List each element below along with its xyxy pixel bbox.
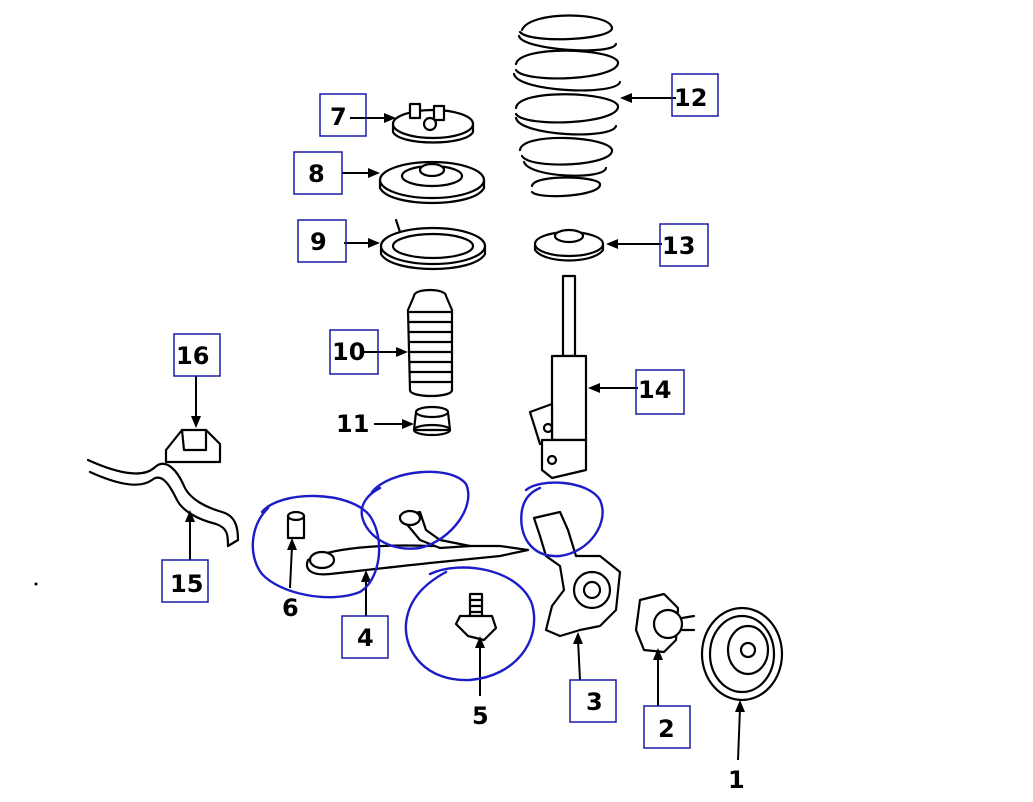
callout-7: 7 <box>330 103 347 131</box>
upper-spring-seat-part-8 <box>378 160 486 205</box>
hand-drawn-highlights <box>251 470 604 682</box>
ball-joint-part-5 <box>454 592 498 642</box>
callout-8: 8 <box>308 160 325 188</box>
stabilizer-bushing-part-16 <box>164 428 222 464</box>
callout-6: 6 <box>282 594 299 622</box>
callout-13-group: 13 <box>659 223 709 267</box>
callout-4-group: 4 <box>341 615 389 659</box>
callout-2: 2 <box>658 715 675 743</box>
lower-spring-seat-part-13 <box>533 228 605 262</box>
callout-16: 16 <box>176 342 209 370</box>
callout-4: 4 <box>357 624 374 652</box>
coil-spring-part-12 <box>512 14 622 198</box>
lower-control-arm-part-4 <box>305 509 530 576</box>
callout-11: 11 <box>336 410 369 438</box>
callout-15-group: 15 <box>161 559 209 603</box>
callout-14-group: 14 <box>635 369 685 415</box>
callout-9-group: 9 <box>297 219 347 263</box>
callout-13: 13 <box>662 232 695 260</box>
steering-knuckle-part-3 <box>532 510 622 638</box>
callout-labels: 1 5 6 11 2 3 4 7 8 9 10 <box>161 73 745 794</box>
highlight-circle-bushing-arm <box>251 494 381 599</box>
callout-12-group: 12 <box>671 73 719 117</box>
hub-bearing-part-2 <box>634 592 696 654</box>
highlight-circle-ball-joint <box>404 566 536 682</box>
callout-16-group: 16 <box>173 333 221 377</box>
highlight-circle-arm-rear <box>360 470 470 550</box>
leader-lines <box>185 93 745 761</box>
spring-insulator-part-9 <box>379 218 487 271</box>
callout-3-group: 3 <box>569 679 617 723</box>
callout-15: 15 <box>170 570 203 598</box>
stabilizer-bar-part-15 <box>86 458 240 548</box>
callout-1: 1 <box>728 766 745 794</box>
callout-5: 5 <box>472 702 489 730</box>
callout-9: 9 <box>310 228 327 256</box>
callout-8-group: 8 <box>293 151 343 195</box>
callout-14: 14 <box>638 376 671 404</box>
control-arm-bushing-part-6 <box>286 510 306 540</box>
bump-stop-part-11 <box>412 405 452 437</box>
strut-assembly-part-14 <box>528 274 588 480</box>
callout-3: 3 <box>586 688 603 716</box>
callout-2-group: 2 <box>643 705 691 749</box>
brake-rotor-part-1 <box>700 606 784 702</box>
callout-10-group: 10 <box>329 329 379 375</box>
callout-7-group: 7 <box>319 93 367 137</box>
callout-10: 10 <box>332 338 365 366</box>
highlight-circle-knuckle <box>520 481 604 558</box>
callout-12: 12 <box>674 84 707 112</box>
dust-boot-part-10 <box>406 288 454 398</box>
stray-mark <box>34 582 38 586</box>
strut-mount-part-7 <box>391 102 475 144</box>
